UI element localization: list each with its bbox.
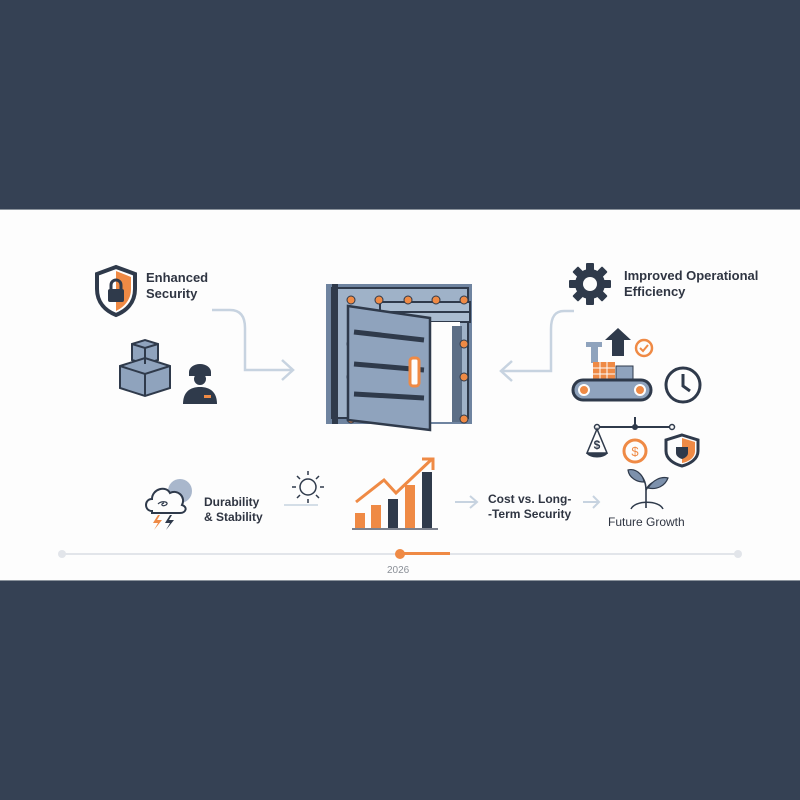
gear-icon [569, 263, 611, 305]
shield-icon [664, 433, 700, 468]
storm-cloud-icon [145, 479, 192, 530]
clock-icon [664, 366, 702, 404]
connector-left [212, 308, 295, 381]
infographic-panel: Enhanced Security [0, 209, 800, 581]
conveyor-icon [571, 328, 654, 402]
timeline-end-dot[interactable] [734, 550, 742, 558]
label-line: -Term Security [488, 507, 572, 521]
enhanced-security-label: Enhanced Security [146, 270, 208, 302]
cost-security-label: Cost vs. Long- -Term Security [488, 492, 571, 522]
timeline-year: 2026 [387, 565, 410, 576]
timeline-start-dot[interactable] [58, 550, 66, 558]
improved-efficiency-label: Improved Operational Efficiency [624, 268, 758, 300]
future-growth-label: Future Growth [608, 515, 685, 529]
arrow-right-icon [583, 495, 601, 509]
label-line: Cost vs. Long- [488, 492, 572, 506]
growth-chart-icon [352, 457, 438, 530]
boxes-icon [119, 338, 171, 398]
balance-scale-icon: $ $ [585, 417, 700, 468]
sun-icon [284, 471, 324, 506]
durability-label: Durability & Stability [204, 495, 263, 525]
label-line: Enhanced [146, 270, 209, 285]
label-line: & Stability [204, 510, 263, 524]
arrow-right-icon [455, 495, 479, 509]
timeline-marker[interactable] [395, 549, 405, 559]
svg-text:$: $ [631, 444, 639, 459]
worker-icon [183, 364, 217, 404]
steel-door-icon [326, 284, 472, 432]
dollar-coin-icon: $ [622, 438, 648, 464]
connector-right [499, 309, 574, 382]
svg-text:$: $ [594, 438, 601, 452]
label-line: Improved Operational [624, 268, 759, 283]
arrow-right-icon [281, 359, 295, 381]
shield-lock-icon [95, 264, 137, 318]
label-line: Durability [204, 495, 260, 509]
sprout-icon [627, 469, 669, 510]
timeline-progress [400, 552, 450, 555]
label-line: Security [146, 286, 198, 301]
label-line: Efficiency [624, 284, 686, 299]
arrow-left-icon [499, 360, 513, 382]
